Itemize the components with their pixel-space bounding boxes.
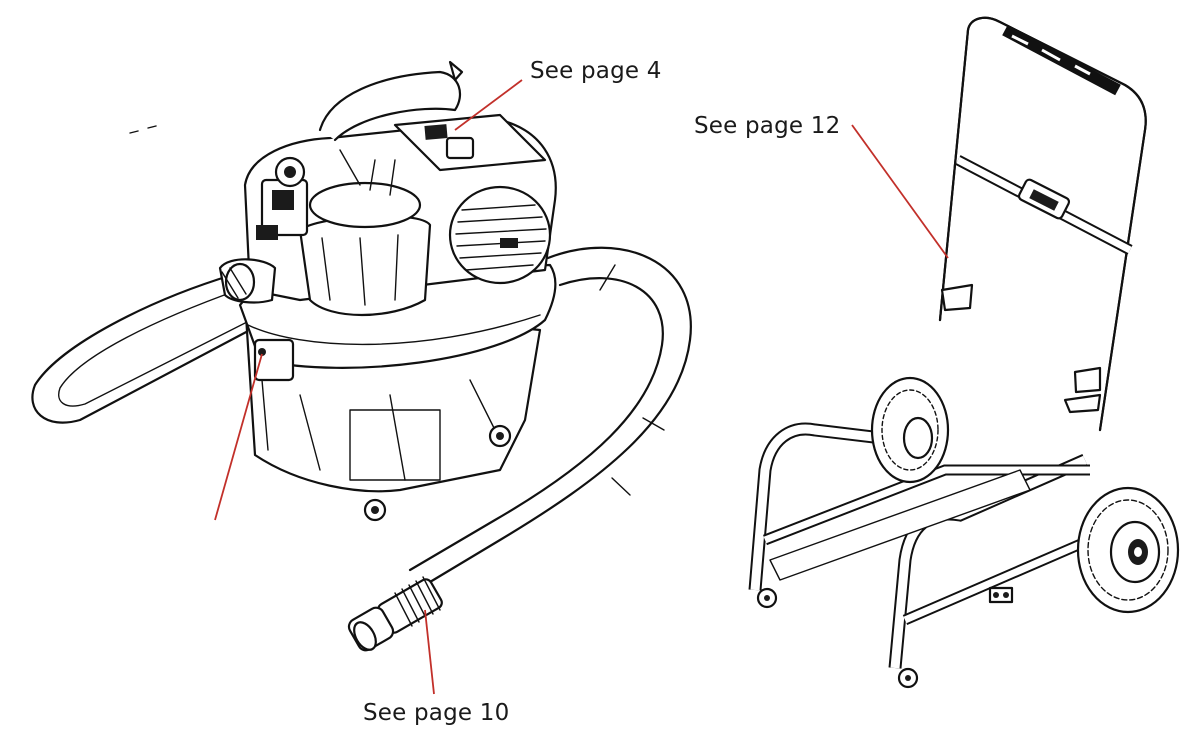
hose-end-fitting: [347, 576, 443, 652]
callout-see-page-12: See page 12: [694, 113, 841, 139]
vacuum-unit: [218, 60, 557, 522]
callout-see-page-10: See page 10: [363, 700, 510, 726]
leader-lines: [214, 79, 949, 695]
vacuum-hose: [31, 246, 692, 590]
callout-see-page-4: See page 4: [530, 58, 662, 84]
cart: [748, 16, 1180, 689]
